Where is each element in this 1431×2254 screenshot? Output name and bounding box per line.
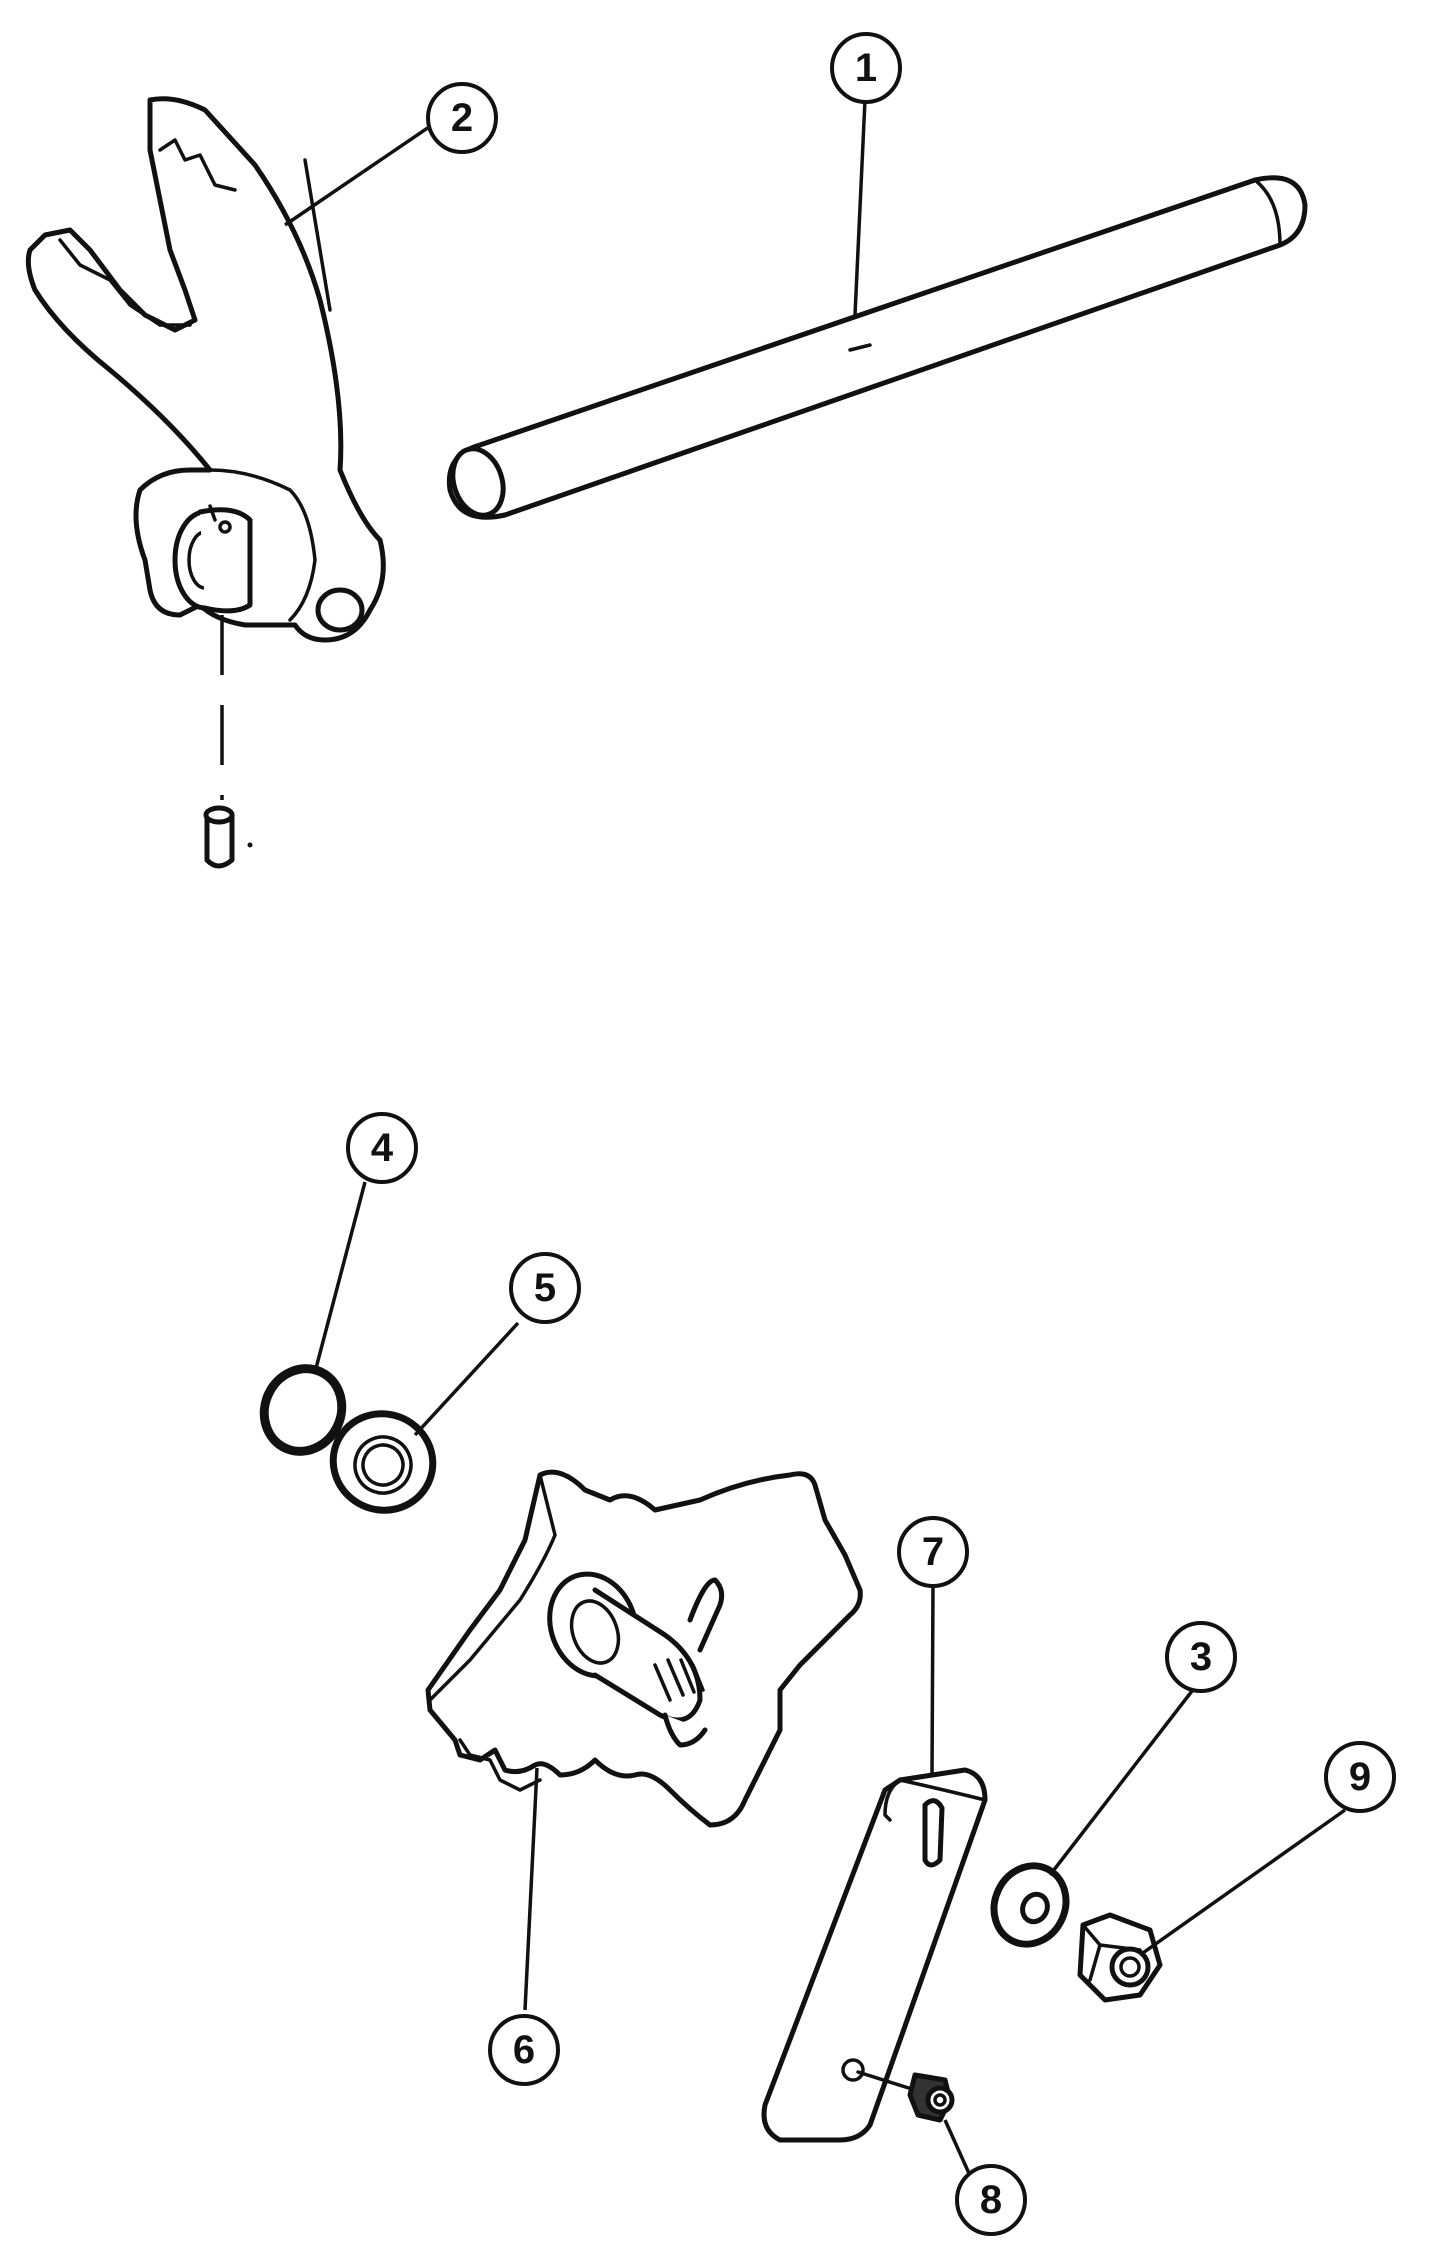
callout-2: 2: [426, 82, 498, 154]
flat-washer: [990, 1862, 1070, 1948]
callout-label: 1: [855, 46, 877, 90]
shift-housing: [425, 1469, 863, 1828]
callout-7: 7: [897, 1516, 969, 1588]
callout-4: 4: [346, 1112, 418, 1184]
callout-label: 4: [371, 1126, 394, 1170]
callout-label: 9: [1349, 1755, 1371, 1799]
callout-label: 2: [451, 96, 473, 140]
callout-label: 8: [980, 2178, 1002, 2222]
callout-1: 1: [830, 32, 902, 104]
set-screw: [856, 2070, 955, 2123]
roll-pin: [203, 805, 253, 869]
shift-fork: [25, 96, 386, 643]
shift-rail-rod: [446, 175, 1308, 520]
callout-label: 3: [1190, 1635, 1212, 1679]
ring-washer: [259, 1364, 347, 1456]
callout-5: 5: [509, 1252, 581, 1324]
callout-6: 6: [488, 2014, 560, 2086]
callout-3: 3: [1165, 1621, 1237, 1693]
oil-seal: [329, 1410, 437, 1514]
callout-8: 8: [955, 2164, 1027, 2236]
callout-label: 6: [513, 2028, 535, 2072]
hex-nut: [1077, 1912, 1163, 2003]
callout-9: 9: [1324, 1741, 1396, 1813]
leader-7: [930, 1585, 935, 1776]
leader-2: [284, 123, 433, 227]
leader-3: [1048, 1689, 1194, 1877]
callout-label: 5: [534, 1266, 556, 1310]
leader-6: [523, 1767, 539, 2011]
shift-lever: [761, 1767, 988, 2143]
leader-4: [313, 1181, 367, 1373]
leader-5: [413, 1321, 520, 1437]
callout-label: 7: [922, 1530, 944, 1574]
leader-1: [853, 99, 867, 316]
leader-9: [1138, 1808, 1347, 1957]
